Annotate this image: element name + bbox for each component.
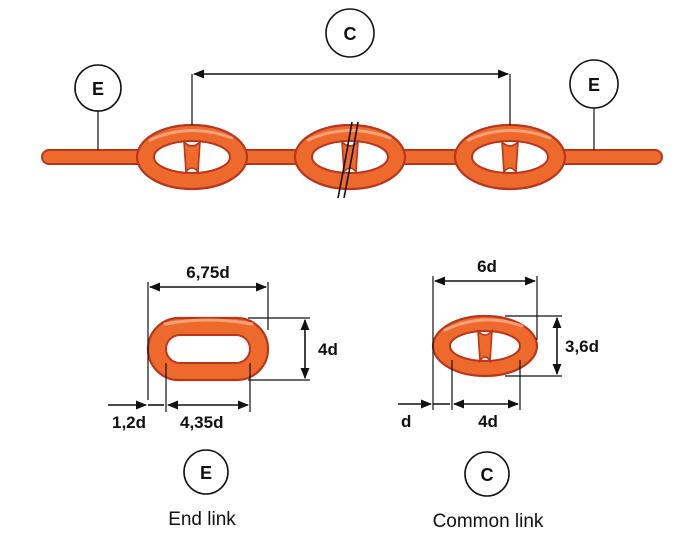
common-link-stud — [477, 328, 493, 364]
right-end-label: E — [588, 75, 600, 95]
break-mark — [337, 121, 359, 199]
end-link-opening — [165, 334, 251, 364]
common-link-inner-length-label: 4d — [478, 412, 498, 431]
common-link-marker-label: C — [481, 465, 494, 485]
left-end-marker: E — [74, 64, 122, 150]
length-dimension: C — [191, 8, 511, 125]
end-link-marker-circle — [183, 449, 229, 495]
common-link-detail: 6d 3,6d d 4d C Common link — [398, 257, 599, 532]
end-link-height-label: 4d — [318, 340, 338, 359]
chain-link-2 — [293, 123, 407, 191]
end-link-caption: End link — [168, 509, 236, 530]
length-marker-label: C — [344, 24, 357, 44]
common-link-caption: Common link — [433, 511, 544, 532]
common-link-thickness-label: d — [401, 412, 411, 431]
common-link-width-label: 6d — [477, 257, 497, 276]
end-link-thickness-label: 1,2d — [112, 413, 146, 432]
chain-link-3 — [453, 123, 567, 191]
chain-overview: C E E — [41, 8, 663, 199]
common-link-height-label: 3,6d — [565, 337, 599, 356]
chain-link-1 — [135, 123, 249, 191]
end-link-width-label: 6,75d — [186, 263, 229, 282]
left-end-label: E — [92, 79, 104, 99]
right-end-marker: E — [569, 59, 619, 150]
common-link-marker-circle — [464, 451, 510, 497]
end-link-inner-length-label: 4,35d — [180, 413, 223, 432]
end-link-detail: 6,75d 4d 1,2d 4,35d E End link — [108, 263, 338, 530]
length-marker-circle — [325, 8, 375, 58]
end-link-marker-label: E — [200, 463, 212, 483]
